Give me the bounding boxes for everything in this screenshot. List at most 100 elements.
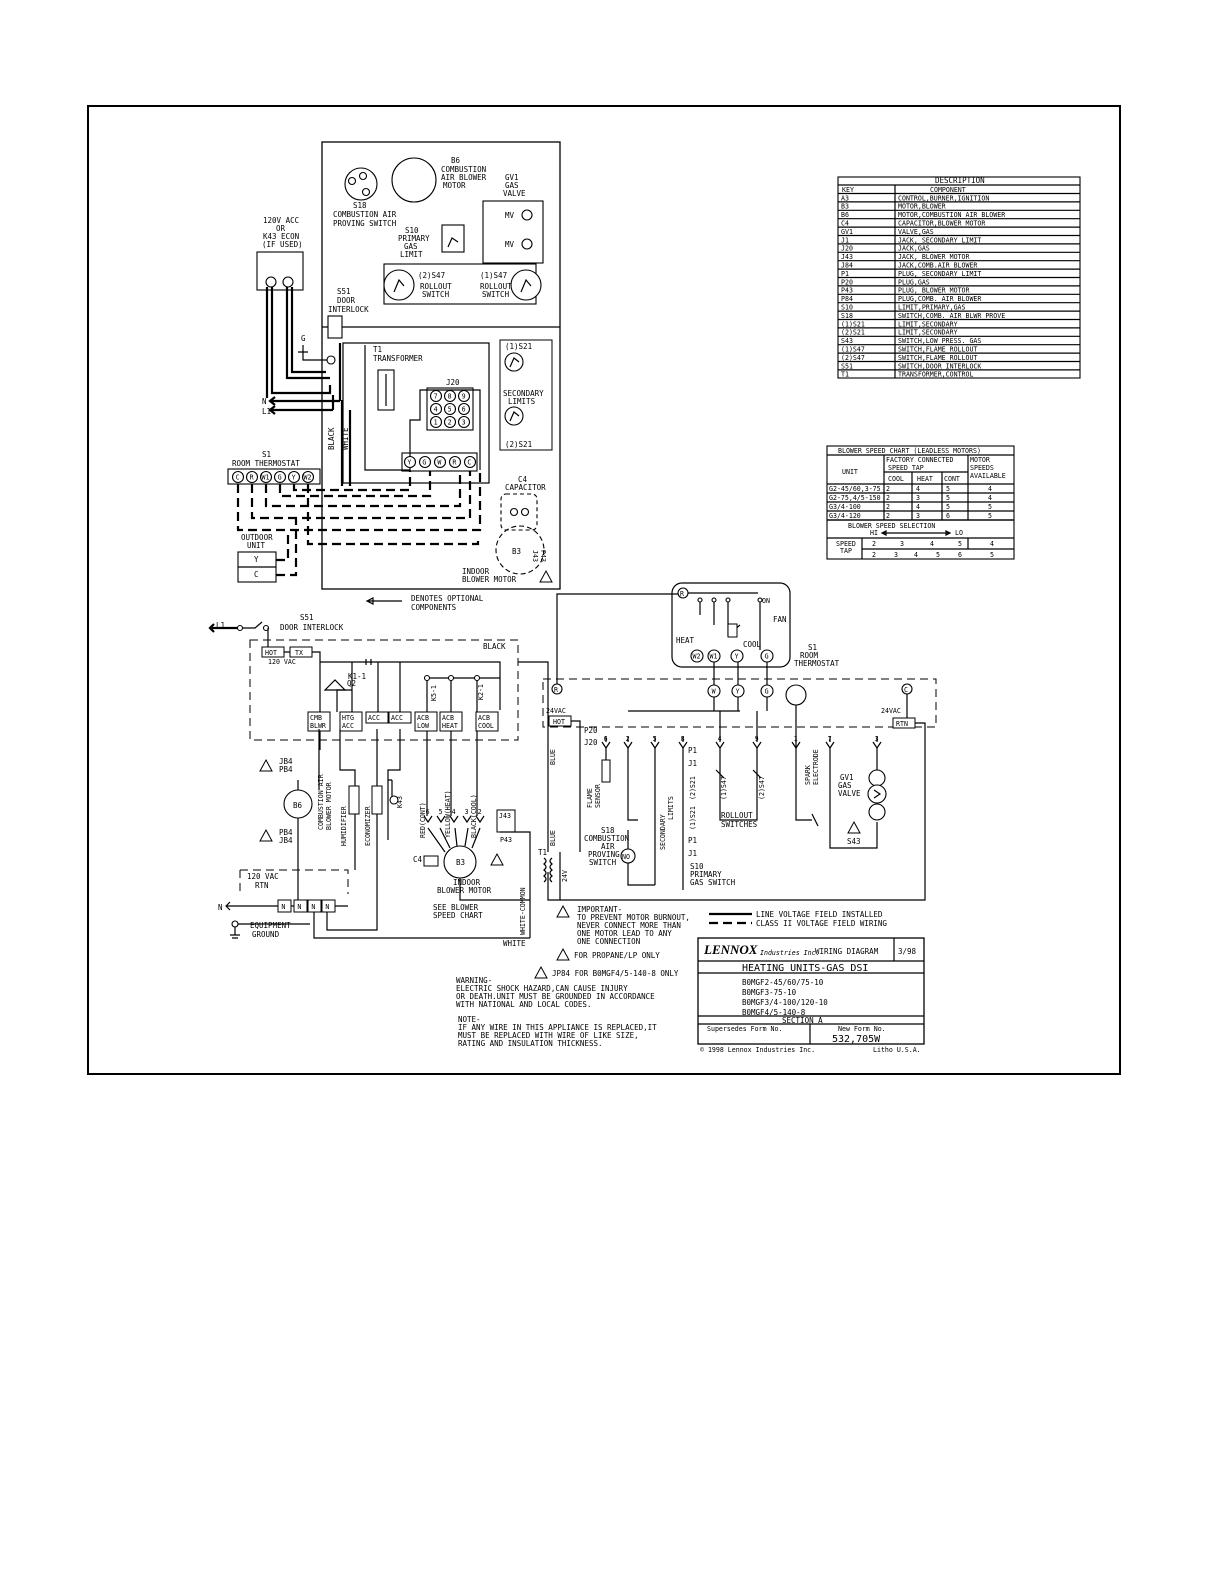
s47-1-label: (1)S47 xyxy=(480,271,507,280)
j20-pin-label: 3 xyxy=(462,419,466,427)
s21-2-label: (2)S21 xyxy=(505,440,532,449)
rtn-label-2: RTN xyxy=(255,881,269,890)
economizer-label: ECONOMIZER xyxy=(364,806,372,846)
new-form-label: New Form No. xyxy=(838,1025,886,1033)
board-input-label: G xyxy=(765,688,769,696)
j43-label: J43 xyxy=(531,550,539,562)
desc-row-component: SWITCH,LOW PRESS. GAS xyxy=(898,337,981,345)
desc-row-key: P1 xyxy=(841,270,849,278)
jb84-label: JB4 xyxy=(279,757,293,766)
neutral-terminal-label: N xyxy=(325,903,329,911)
j20-pin xyxy=(429,389,443,403)
desc-row-component: JACK,GAS xyxy=(898,245,930,253)
white-common-label: WHITE-COMMON xyxy=(519,887,527,935)
sec-limits-label-2: LIMITS xyxy=(508,397,536,406)
speed-col-cont: CONT xyxy=(944,475,960,483)
desc-row-component: CAPACITOR,BLOWER MOTOR xyxy=(898,220,985,228)
j20-pin xyxy=(429,415,443,429)
motor-warning-triangle-icon xyxy=(490,853,504,866)
gv1-label: GV1 xyxy=(505,173,519,182)
ladder-b3-label: B3 xyxy=(456,858,465,867)
speed-chart-factory-1: FACTORY CONNECTED xyxy=(886,456,954,464)
relay-box-label: ACC xyxy=(368,714,380,722)
speed-col-heat: HEAT xyxy=(917,475,933,483)
motor-tap-label: 4 xyxy=(452,808,456,816)
thermostat-terminal-label: Y xyxy=(735,653,739,661)
k5-label: K5-1 xyxy=(430,685,438,701)
spark-label-2: ELECTRODE xyxy=(812,749,820,785)
desc-row-key: J84 xyxy=(841,262,853,270)
speed-tap-b: 4 xyxy=(914,551,918,559)
transformer-label: TRANSFORMER xyxy=(373,354,423,363)
thermostat-terminal xyxy=(730,649,744,663)
s18-desc-1: COMBUSTION AIR xyxy=(333,210,397,219)
desc-row-component: MOTOR,COMBUSTION AIR BLOWER xyxy=(898,211,1005,219)
right-s43-label: S43 xyxy=(847,837,861,846)
note-2: IF ANY WIRE IN THIS APPLIANCE IS REPLACE… xyxy=(458,1023,657,1032)
outdoor-label-2: UNIT xyxy=(247,541,266,550)
important-4: ONE MOTOR LEAD TO ANY xyxy=(577,929,672,938)
rollout-1-desc-1: ROLLOUT xyxy=(480,282,512,291)
board-terminal-label: Y xyxy=(407,459,411,467)
board-input-label: W xyxy=(712,688,716,696)
right-sec-label-1: SECONDARY xyxy=(659,814,667,850)
ladder-tx-label: TX xyxy=(295,649,303,657)
j20-pin xyxy=(457,402,471,416)
rollout-switch-2-icon xyxy=(383,269,415,301)
note-3: MUST BE REPLACED WITH WIRE OF LIKE SIZE, xyxy=(458,1031,639,1040)
board-terminal xyxy=(448,455,462,469)
supply-label-1: 120V ACC xyxy=(263,216,299,225)
right-j1-label: J1 xyxy=(688,759,697,768)
desc-row-component: PLUG, SECONDARY LIMIT xyxy=(898,270,981,278)
ladder-b6-label: B6 xyxy=(293,801,303,810)
ladder-hot-label: HOT xyxy=(265,649,277,657)
flame-label-1: FLAME xyxy=(586,788,594,808)
desc-row-key: P84 xyxy=(841,295,853,303)
board-terminal-label: W xyxy=(437,459,441,467)
right-j20-label: J20 xyxy=(584,738,598,747)
l1-label: L1 xyxy=(262,407,271,416)
litho: Litho U.S.A. xyxy=(873,1046,921,1054)
k1-label: K1-1 xyxy=(348,672,366,681)
supply-label-4: (IF USED) xyxy=(262,240,303,249)
board-c-label: C xyxy=(904,686,908,694)
pb84-label-2: PB4 xyxy=(279,828,293,837)
board-input-terminal xyxy=(707,684,721,698)
door-interlock-icon xyxy=(327,315,343,339)
b3-label: B3 xyxy=(512,547,521,556)
thermostat-terminal-label: W1 xyxy=(262,474,270,482)
board-r-label: R xyxy=(554,686,558,694)
motor-tap-label: 2 xyxy=(478,808,482,816)
desc-row-component: TRANSFORMER,CONTROL xyxy=(898,371,973,379)
c4-label: C4 xyxy=(518,475,528,484)
relay-box-label-2: ACC xyxy=(342,722,354,730)
outdoor-term-c: C xyxy=(254,570,259,579)
relay-box-label-2: BLWR xyxy=(310,722,326,730)
s10-desc-2: GAS xyxy=(404,242,418,251)
j20-pin-number: 7 xyxy=(828,735,832,743)
supply-label-2: OR xyxy=(276,224,286,233)
s10-label: S10 xyxy=(405,226,419,235)
gv1-desc-2: VALVE xyxy=(503,189,526,198)
blue-label-1: BLUE xyxy=(549,749,557,765)
speed-tap-b: 6 xyxy=(958,551,962,559)
important-triangle-icon xyxy=(556,905,570,918)
j20-pin-label: 2 xyxy=(448,419,452,427)
k2-label: K2-1 xyxy=(477,684,485,700)
p43-label: P43 xyxy=(539,550,547,562)
speed-tap-a: 4 xyxy=(930,540,934,548)
relay-box xyxy=(388,711,412,724)
model-2: B0MGF3-75-10 xyxy=(742,988,797,997)
k43-label: K43 xyxy=(396,796,404,808)
speed-cell: 2 xyxy=(886,512,890,520)
red-wire-label: RED(CONT) xyxy=(419,802,427,838)
speed-col-cool: COOL xyxy=(888,475,904,483)
board-terminal-label: C xyxy=(467,459,471,467)
jp84-note: JP84 FOR B0MGF4/5-140-8 ONLY xyxy=(552,969,679,978)
board-terminal-label: R xyxy=(452,459,456,467)
jp84-triangle-icon xyxy=(534,966,548,979)
j20-pin xyxy=(429,402,443,416)
relay-box-label: ACB xyxy=(478,714,490,722)
white-wire-label: WHITE xyxy=(341,427,350,450)
